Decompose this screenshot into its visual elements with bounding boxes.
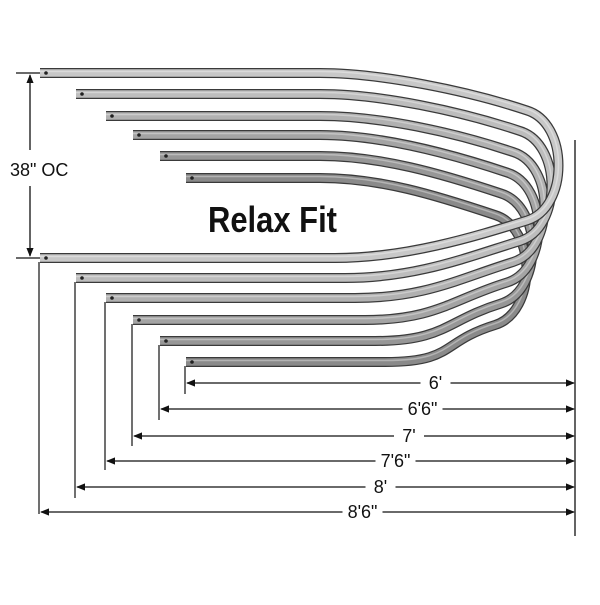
bow-mount-hole: [80, 276, 84, 280]
bow-mount-hole: [137, 318, 141, 322]
bow-mount-hole: [164, 339, 168, 343]
bow-mount-hole: [164, 154, 168, 158]
dimension-label: 7': [402, 426, 415, 446]
bow-tube: [40, 69, 563, 262]
extension-lines: [38, 262, 186, 514]
bow-highlight: [106, 113, 546, 298]
bow-mount-hole: [190, 360, 194, 364]
bow-tube: [106, 112, 549, 302]
dimension-label: 8': [374, 477, 387, 497]
dimension-label: 6'6": [408, 399, 438, 419]
bow-highlight: [76, 91, 553, 278]
bow-mount-hole: [137, 133, 141, 137]
bow-mount-hole: [80, 92, 84, 96]
oc-dimension: 38" OC: [10, 72, 68, 259]
bow-tubes: [40, 68, 564, 367]
diagram-title: Relax Fit: [208, 201, 337, 241]
bow-mount-hole: [44, 71, 48, 75]
bow-mount-hole: [190, 176, 194, 180]
dimension-label: 7'6": [381, 451, 411, 471]
dimension-label: 6': [429, 373, 442, 393]
bow-tube: [76, 90, 556, 282]
mounting-holes: [44, 71, 194, 364]
bow-highlight: [40, 70, 560, 258]
width-dimensions: 6' 6'6" 7' 7'6" 8' 8'6": [40, 373, 575, 522]
bow-mount-hole: [110, 114, 114, 118]
bow-mount-hole: [110, 296, 114, 300]
oc-spacing-label: 38" OC: [10, 160, 68, 180]
bow-mount-hole: [44, 256, 48, 260]
dimension-label: 8'6": [348, 502, 378, 522]
